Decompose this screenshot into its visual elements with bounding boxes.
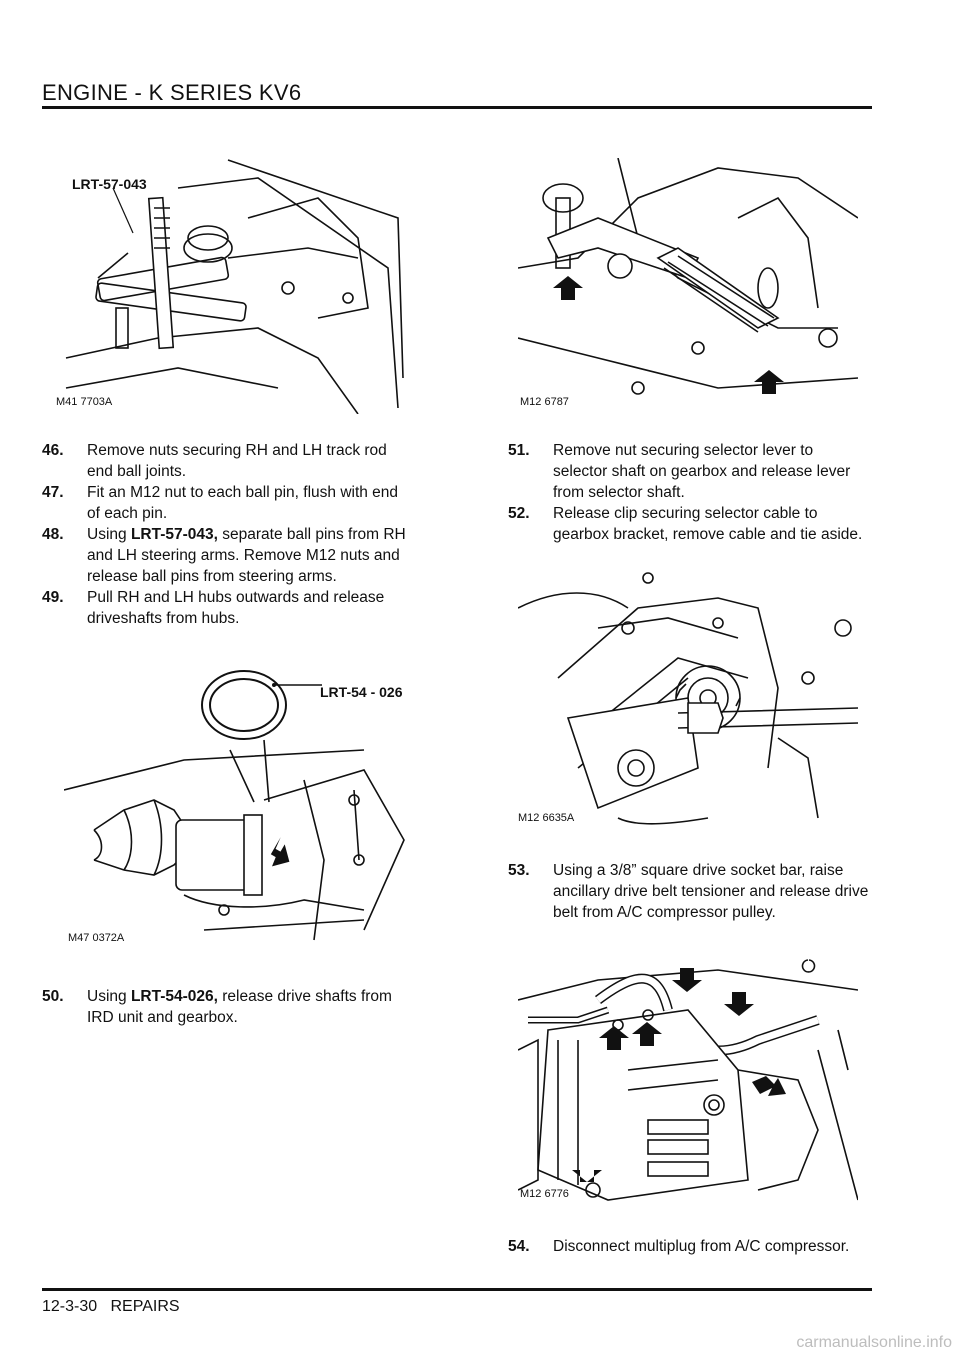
step-number: 54. [508, 1238, 530, 1255]
step-text-pre: Using [87, 988, 131, 1005]
figure-drive-shaft-release: LRT-54 - 026 M47 0372A [64, 660, 414, 946]
tool-reference: LRT-54-026, [130, 988, 218, 1005]
arrow-icon [270, 837, 290, 867]
section-name: REPAIRS [110, 1298, 180, 1315]
step-text: Release clip securing selector cable to … [553, 505, 863, 543]
step-text: Remove nuts securing RH and LH track rod… [87, 442, 387, 480]
step-text: Using LRT-57-043, separate ball pins fro… [87, 524, 410, 587]
figure-ball-joint-separator: LRT-57-043 M41 7703A [56, 158, 410, 414]
step-text-post: release drive shafts from IRD unit and g… [87, 988, 392, 1026]
step-text-post: separate ball pins from RH and LH steeri… [87, 526, 406, 585]
step-number: 47. [42, 484, 64, 501]
belt-tensioner-illustration [518, 572, 858, 825]
drive-shaft-illustration [64, 670, 405, 941]
watermark: carmanualsonline.info [796, 1334, 952, 1351]
ac-compressor-illustration [518, 959, 858, 1201]
step-text: Using LRT-54-026, release drive shafts f… [87, 986, 410, 1028]
step-52: 52. Release clip securing selector cable… [508, 503, 870, 545]
step-number: 52. [508, 505, 530, 522]
step-number: 48. [42, 526, 64, 543]
step-48: 48. Using LRT-57-043, separate ball pins… [42, 524, 410, 587]
figure-ref: M12 6787 [520, 396, 569, 408]
step-51: 51. Remove nut securing selector lever t… [508, 440, 870, 503]
arrow-icons [547, 276, 784, 394]
figure-ref: M12 6776 [520, 1188, 569, 1200]
figure-ref: M12 6635A [518, 812, 575, 824]
step-text: Disconnect multiplug from A/C compressor… [553, 1238, 850, 1255]
page-number: 12-3-30 [42, 1298, 98, 1315]
step-number: 51. [508, 442, 530, 459]
step-text: Fit an M12 nut to each ball pin, flush w… [87, 484, 399, 522]
tool-reference: LRT-57-043, [130, 526, 218, 543]
ball-joint-illustration [65, 159, 404, 414]
step-54: 54. Disconnect multiplug from A/C compre… [508, 1236, 870, 1257]
page-footer: 12-3-30 REPAIRS [42, 1298, 180, 1316]
step-47: 47. Fit an M12 nut to each ball pin, flu… [42, 482, 410, 524]
step-49: 49. Pull RH and LH hubs outwards and rel… [42, 587, 410, 629]
tool-label: LRT-54 - 026 [320, 684, 403, 700]
selector-lever-illustration [518, 158, 858, 395]
step-text-pre: Using [87, 526, 131, 543]
step-text: Pull RH and LH hubs outwards and release… [87, 589, 385, 627]
step-number: 46. [42, 442, 64, 459]
step-text: Remove nut securing selector lever to se… [553, 442, 851, 501]
step-53: 53. Using a 3/8” square drive socket bar… [508, 860, 870, 923]
figure-ac-compressor: M12 6776 [518, 950, 858, 1208]
step-46: 46. Remove nuts securing RH and LH track… [42, 440, 410, 482]
header-rule [42, 106, 872, 109]
step-number: 49. [42, 589, 64, 606]
figure-belt-tensioner: M12 6635A [518, 568, 858, 830]
page-title: ENGINE - K SERIES KV6 [42, 80, 302, 105]
figure-ref: M47 0372A [68, 932, 125, 944]
figure-selector-lever: M12 6787 [518, 158, 858, 414]
step-number: 53. [508, 862, 530, 879]
step-number: 50. [42, 988, 64, 1005]
step-text: Using a 3/8” square drive socket bar, ra… [553, 862, 869, 921]
arrow-icons [572, 968, 786, 1182]
tool-label: LRT-57-043 [72, 176, 147, 192]
footer-rule [42, 1288, 872, 1291]
step-50: 50. Using LRT-54-026, release drive shaf… [42, 986, 410, 1028]
figure-ref: M41 7703A [56, 396, 113, 408]
